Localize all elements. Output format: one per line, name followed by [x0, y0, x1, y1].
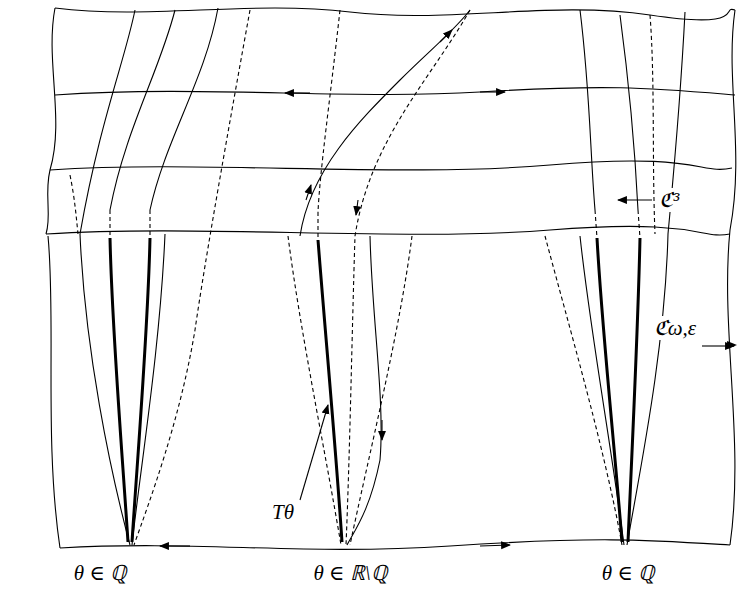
dashed-leaf: [109, 210, 110, 238]
leaf-curve: [580, 10, 595, 210]
leaf-curve: [110, 10, 175, 210]
leaf-curve: [300, 10, 470, 236]
sheet-left-lower-edge: [48, 236, 60, 548]
set-label: ℭω,ε: [652, 316, 698, 340]
leader-arrow: [702, 345, 734, 346]
leaf-curve: [347, 236, 381, 545]
leader-arrow: [618, 199, 652, 200]
sheet-left-upper-edge: [46, 8, 56, 234]
dashed-leaf: [595, 210, 597, 238]
dashed-leaf: [317, 212, 318, 240]
bottom-arrow-right: [480, 545, 510, 546]
label-holder: θ ∈ ℝ\ℚ: [311, 561, 388, 585]
label-holder: ℭ³: [657, 188, 681, 212]
dashed-leaf: [318, 10, 340, 212]
dashed-leaf: [70, 175, 78, 234]
thick-leaf: [110, 238, 128, 542]
leaf-curve: [150, 8, 218, 210]
thick-leaf: [628, 238, 640, 542]
set-label: ℭ³: [657, 188, 681, 212]
leader-arrow: [694, 344, 736, 345]
sheet-top-edge: [55, 8, 735, 20]
set-label: Tθ: [270, 500, 296, 524]
leaf-curve: [80, 10, 135, 545]
leaf-arrow-up: [306, 185, 311, 200]
horizontal-leaf: [55, 88, 735, 95]
leaf-arrow-down: [381, 420, 382, 440]
sheet-right-edge: [728, 10, 736, 545]
thick-leaf: [132, 238, 150, 542]
label-holder: Tθ: [270, 500, 296, 524]
dashed-leaf: [350, 236, 412, 545]
leaf-arrow-down: [356, 200, 358, 215]
dashed-leaf: [545, 236, 622, 545]
leaf-arrow-up: [440, 30, 452, 42]
bottom-arrow-left: [160, 545, 190, 546]
band-top: [50, 161, 732, 170]
dashed-leaf: [638, 210, 640, 238]
dashed-leaf: [149, 210, 150, 238]
dashed-leaf: [346, 10, 470, 545]
leaf-arrow-left: [285, 92, 310, 93]
dashed-leaf: [134, 10, 250, 545]
label-holder: θ ∈ ℚ: [72, 561, 128, 585]
band-bottom: [46, 226, 730, 235]
label-holder: ℭω,ε: [652, 316, 698, 340]
leaf-curve: [620, 15, 638, 210]
leaf-curve: [580, 236, 624, 545]
leaf-arrow-right: [480, 91, 505, 92]
parameter-label: θ ∈ ℚ: [600, 561, 656, 585]
thick-leaf: [318, 240, 342, 542]
dashed-leaf: [288, 236, 341, 545]
parameter-label: θ ∈ ℝ\ℚ: [311, 561, 388, 585]
leader-arrow: [700, 329, 740, 330]
leader-arrow: [300, 405, 328, 500]
parameter-label: θ ∈ ℚ: [72, 561, 128, 585]
dashed-leaf: [650, 15, 655, 234]
label-holder: θ ∈ ℚ: [600, 561, 656, 585]
leaf-curve: [132, 234, 165, 545]
leaf-curve: [627, 12, 685, 545]
